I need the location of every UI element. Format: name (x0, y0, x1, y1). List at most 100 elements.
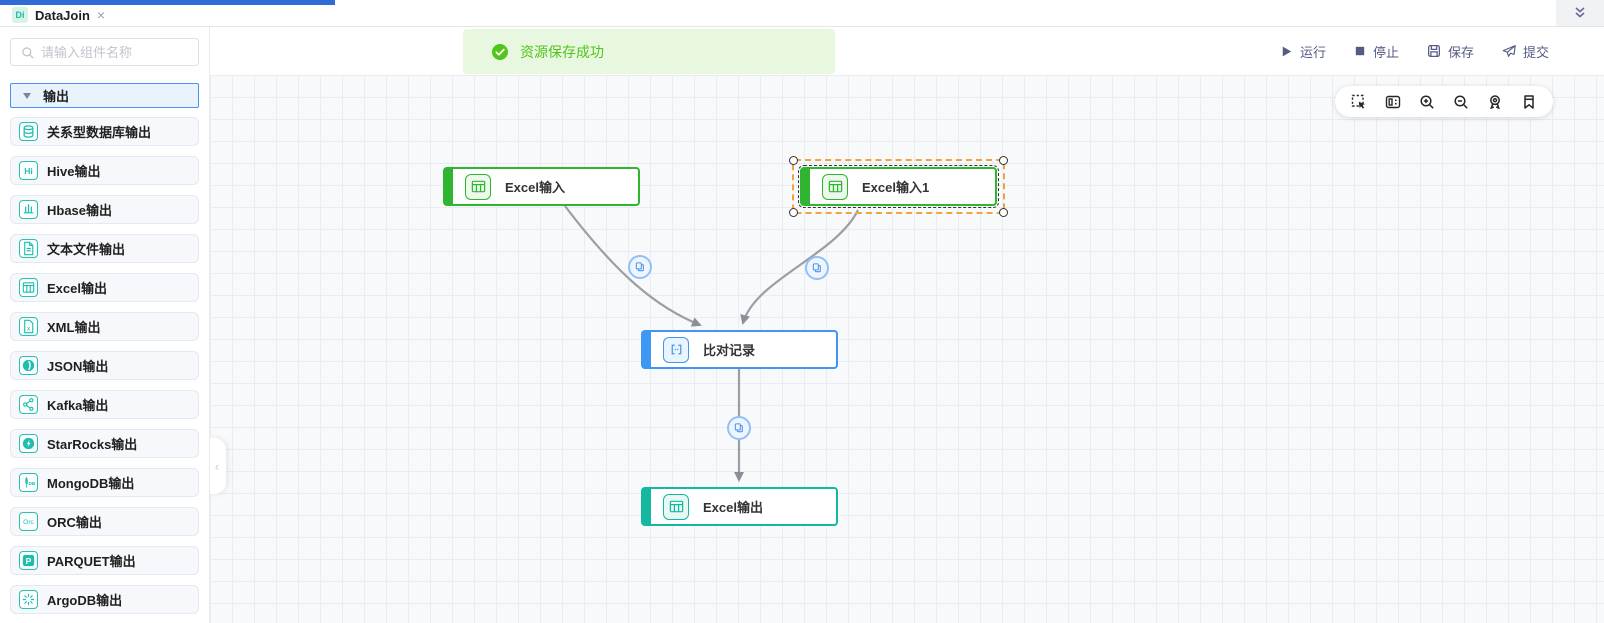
excel-icon (19, 278, 38, 297)
sidebar-item-argodb-output[interactable]: ArgoDB输出 (10, 585, 199, 614)
resize-handle[interactable] (789, 208, 798, 217)
chevron-left-icon: ‹ (214, 458, 220, 474)
run-button[interactable]: 运行 (1279, 42, 1326, 61)
node-label: 比对记录 (703, 343, 756, 358)
stop-icon (1355, 46, 1365, 56)
xml-file-icon: x (19, 317, 38, 336)
item-label: MongoDB输出 (47, 476, 135, 491)
orc-icon: Orc (19, 512, 38, 531)
item-label: Hbase输出 (47, 203, 113, 218)
tab-overflow-button[interactable] (1556, 0, 1604, 26)
sidebar-item-relational-db-output[interactable]: 关系型数据库输出 (10, 117, 199, 146)
database-icon (19, 122, 38, 141)
tab-datajoin[interactable]: Di DataJoin × (0, 0, 119, 26)
item-label: StarRocks输出 (47, 437, 138, 452)
node-excel-input[interactable]: Excel输入 (443, 167, 640, 206)
sidebar-item-hive-output[interactable]: Hi Hive输出 (10, 156, 199, 185)
submit-label: 提交 (1522, 44, 1549, 60)
minimap-icon[interactable] (1384, 93, 1402, 111)
copy-icon (734, 423, 743, 433)
node-selection-box[interactable]: Excel输入1 (789, 156, 1008, 217)
sidebar-item-hbase-output[interactable]: Hbase输出 (10, 195, 199, 224)
category-output[interactable]: 输出 (10, 83, 199, 108)
svg-text:P: P (26, 556, 32, 566)
item-label: Hive输出 (47, 164, 101, 179)
sidebar-item-kafka-output[interactable]: Kafka输出 (10, 390, 199, 419)
sidebar-collapse-handle[interactable]: ‹ (210, 438, 226, 494)
kafka-icon (19, 395, 38, 414)
toast-save-success: 资源保存成功 (463, 29, 835, 74)
item-label: 文本文件输出 (47, 242, 126, 257)
component-list: 关系型数据库输出 Hi Hive输出 Hbase输出 (0, 117, 209, 614)
medal-icon[interactable] (1486, 93, 1504, 111)
marquee-select-icon[interactable] (1350, 93, 1368, 111)
json-icon (19, 356, 38, 375)
edge-copy-badge[interactable] (628, 255, 652, 279)
sidebar-item-text-file-output[interactable]: 文本文件输出 (10, 234, 199, 263)
sidebar-item-mongodb-output[interactable]: DB MongoDB输出 (10, 468, 199, 497)
item-label: 关系型数据库输出 (47, 125, 152, 140)
svg-text:Orc: Orc (23, 519, 34, 526)
starrocks-icon (19, 434, 38, 453)
category-label: 输出 (43, 89, 70, 104)
hive-icon: Hi (19, 161, 38, 180)
node-excel-input-1[interactable]: Excel输入1 (798, 165, 999, 208)
resize-handle[interactable] (999, 156, 1008, 165)
excel-table-icon (465, 173, 491, 200)
node-compare-records[interactable]: 比对记录 (641, 330, 838, 369)
flow-editor: 运行 停止 保存 提交 资源保存成功 (210, 27, 1604, 623)
component-sidebar: 输出 关系型数据库输出 Hi Hive输出 (0, 27, 210, 623)
excel-table-icon (822, 173, 848, 200)
item-label: Excel输出 (47, 281, 107, 296)
check-circle-icon (492, 43, 508, 60)
resize-handle[interactable] (999, 208, 1008, 217)
sidebar-item-excel-output[interactable]: Excel输出 (10, 273, 199, 302)
search-input[interactable] (41, 44, 198, 60)
zoom-in-icon[interactable] (1418, 93, 1436, 111)
item-label: ArgoDB输出 (47, 593, 123, 608)
item-label: XML输出 (47, 320, 101, 335)
svg-text:Hi: Hi (24, 166, 33, 176)
tab-bar: Di DataJoin × (0, 0, 1604, 27)
sidebar-item-orc-output[interactable]: Orc ORC输出 (10, 507, 199, 536)
search-box[interactable] (10, 38, 199, 66)
save-label: 保存 (1447, 44, 1474, 60)
stop-button[interactable]: 停止 (1353, 42, 1399, 61)
svg-text:x: x (27, 325, 31, 332)
parquet-icon: P (19, 551, 38, 570)
tab-close-icon[interactable]: × (96, 7, 106, 23)
node-label: Excel输出 (703, 500, 763, 515)
flow-canvas[interactable] (210, 75, 1604, 623)
editor-actions-toolbar: 运行 停止 保存 提交 (210, 27, 1604, 75)
argodb-icon (19, 590, 38, 609)
compare-icon (663, 336, 689, 363)
resize-handle[interactable] (789, 156, 798, 165)
zoom-out-icon[interactable] (1452, 93, 1470, 111)
save-icon (1428, 45, 1440, 57)
node-excel-output[interactable]: Excel输出 (641, 487, 838, 526)
save-button[interactable]: 保存 (1426, 42, 1474, 61)
excel-table-icon (663, 493, 689, 520)
item-label: PARQUET输出 (47, 554, 136, 569)
bookmark-icon[interactable] (1520, 93, 1538, 111)
sidebar-item-starrocks-output[interactable]: StarRocks输出 (10, 429, 199, 458)
submit-button[interactable]: 提交 (1501, 42, 1549, 61)
node-label: Excel输入 (505, 180, 565, 195)
run-label: 运行 (1299, 44, 1326, 60)
sidebar-item-json-output[interactable]: JSON输出 (10, 351, 199, 380)
svg-text:DB: DB (28, 481, 35, 487)
node-label: Excel输入1 (862, 180, 930, 195)
text-file-icon (19, 239, 38, 258)
stop-label: 停止 (1372, 44, 1399, 60)
toast-message: 资源保存成功 (520, 43, 604, 60)
caret-down-icon (23, 92, 31, 99)
run-icon (1282, 46, 1292, 56)
item-label: Kafka输出 (47, 398, 109, 413)
sidebar-item-parquet-output[interactable]: P PARQUET输出 (10, 546, 199, 575)
mongodb-icon: DB (19, 473, 38, 492)
edge-copy-badge[interactable] (727, 416, 751, 440)
sidebar-item-xml-output[interactable]: x XML输出 (10, 312, 199, 341)
copy-icon (812, 263, 821, 273)
edge-copy-badge[interactable] (805, 256, 829, 280)
